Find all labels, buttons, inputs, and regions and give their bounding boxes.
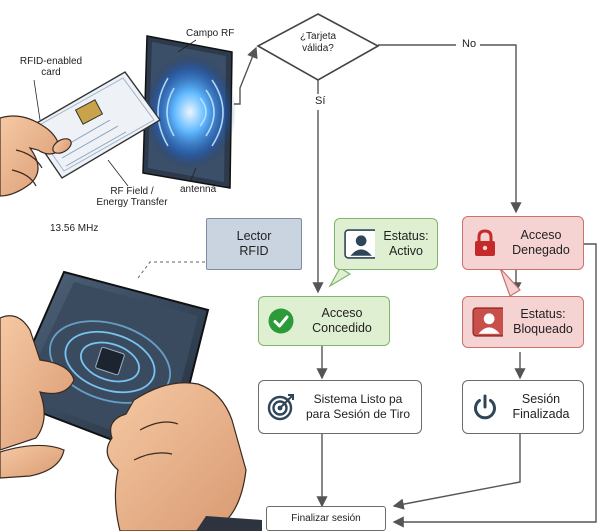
label-frequency: 13.56 MHz [50, 223, 99, 234]
label-rfid-card: RFID-enabled card [19, 56, 83, 78]
check-circle-icon [268, 308, 294, 334]
edge-label-no: No [460, 38, 479, 50]
label-antenna: antenna [180, 184, 217, 195]
rfid-reader-panel [142, 35, 236, 189]
status-bloqueado-box: Estatus: Bloqueado [462, 296, 584, 348]
sistema-listo-label: Sistema Listo pa para Sesión de Tiro [305, 392, 411, 421]
hands-bottom [0, 315, 247, 531]
acceso-denegado-label: Acceso Denegado [512, 228, 570, 257]
finalizar-sesion-box: Finalizar sesión [266, 506, 386, 531]
decision-diamond [256, 13, 380, 81]
label-rf-field: RF Field / Energy Transfer [96, 186, 168, 208]
user-icon [344, 229, 375, 259]
edge-label-si: Sí [313, 95, 328, 107]
label-campo-rf: Campo RF [186, 28, 235, 39]
lector-rfid-box: Lector RFID [206, 218, 302, 270]
power-icon [474, 394, 496, 420]
status-bloqueado-label: Estatus: Bloqueado [513, 307, 573, 336]
status-activo-label: Estatus: Activo [383, 229, 429, 258]
sesion-finalizada-box: Sesión Finalizada [462, 380, 584, 434]
acceso-denegado-box: Acceso Denegado [462, 216, 584, 270]
decision-text: ¿Tarjeta válida? [299, 31, 337, 54]
status-activo-box: Estatus: Activo [334, 218, 438, 270]
acceso-concedido-label: Acceso Concedido [312, 306, 372, 335]
acceso-concedido-box: Acceso Concedido [258, 296, 390, 346]
sistema-listo-box: Sistema Listo pa para Sesión de Tiro [258, 380, 422, 434]
target-icon [267, 394, 294, 421]
hand-top [0, 115, 72, 197]
lock-icon [475, 229, 495, 256]
lector-rfid-label: Lector RFID [236, 229, 272, 258]
user-icon [472, 307, 503, 337]
finalizar-sesion-label: Finalizar sesión [291, 513, 361, 524]
rfid-illustration [0, 35, 262, 531]
sesion-finalizada-label: Sesión Finalizada [512, 392, 570, 421]
